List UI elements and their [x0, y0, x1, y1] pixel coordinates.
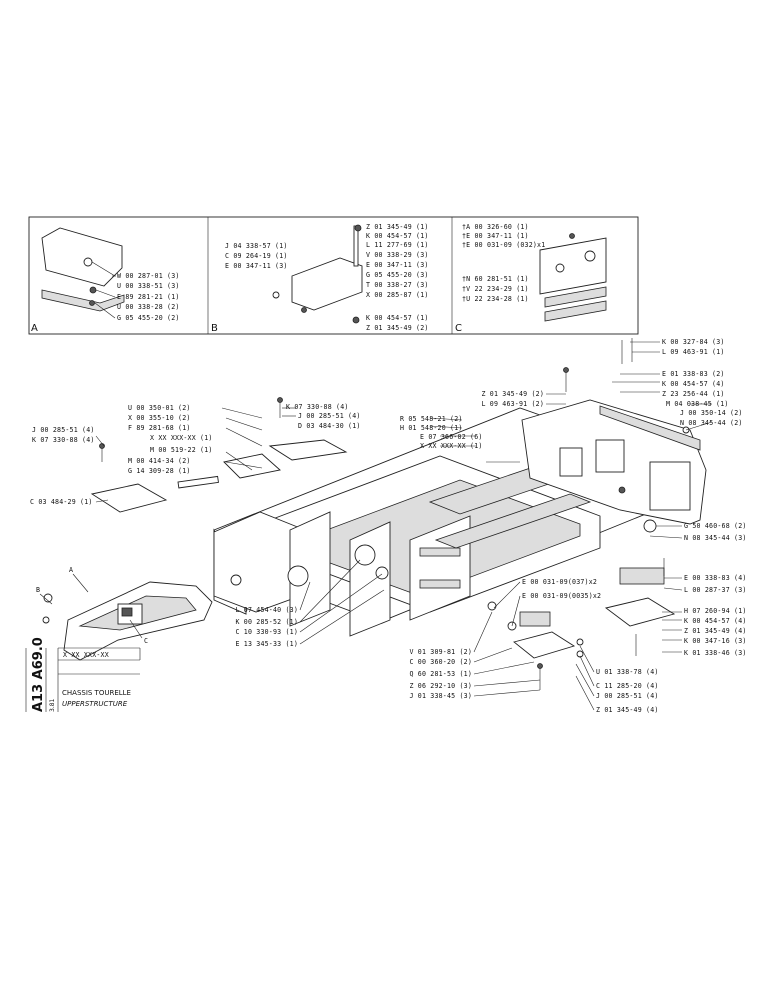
label-tr-3: E 01 338-83 (2)	[662, 370, 725, 378]
label-trl-1: Z 01 345-49 (2)	[481, 390, 544, 398]
label-rst-4: K 00 454-57 (4)	[684, 617, 747, 625]
label-cover-1: K 07 330-88 (4)	[286, 403, 349, 411]
label-cw-2: J 00 350-14 (2)	[680, 409, 743, 417]
label-pv-2: K 00 285-52 (1)	[235, 618, 298, 626]
label-br-4: Z 01 345-49 (4)	[596, 706, 659, 714]
label-lg-1: U 00 350-01 (2)	[128, 404, 191, 412]
sheet-code: A13 A69.0	[31, 637, 46, 712]
title-block: A13 A69.0 3.81 X XX XXX-XX CHASSIS TOURE…	[25, 637, 141, 712]
leader-lines	[95, 341, 713, 711]
panel-a: A W 00 287-01 (3) U 00 338-51 (3) E 89 2…	[31, 227, 180, 334]
chassis-frame	[213, 407, 691, 637]
sheet-title-en: UPPERSTRUCTURE	[62, 700, 128, 708]
label-lg-2: X 00 355-10 (2)	[128, 414, 191, 422]
hitch-letter-c: C	[144, 637, 148, 645]
label-tr-2: L 09 463-91 (1)	[662, 348, 725, 356]
panel-b-right-label-9: K 00 454-57 (1)	[366, 314, 429, 322]
label-bc-4: Z 06 292-10 (3)	[409, 682, 472, 690]
label-ct-4: X XX XXX-XX (1)	[420, 442, 483, 450]
panel-a-label-5: G 05 455-20 (2)	[117, 314, 180, 322]
label-trl-2: L 09 463-91 (2)	[481, 400, 544, 408]
label-br-3: J 00 285-51 (4)	[596, 692, 659, 700]
panel-c-label-2: †E 00 347-11 (1)	[462, 232, 529, 240]
label-lg-6: M 00 414-34 (2)	[128, 457, 191, 465]
label-cover-2: J 00 285-51 (4)	[298, 412, 361, 420]
label-pv-1: L 07 454-40 (3)	[235, 606, 298, 614]
label-rst-5: Z 01 345-49 (4)	[684, 627, 747, 635]
label-lg-7: G 14 309-28 (1)	[128, 467, 191, 475]
hitch-letter-b: B	[36, 586, 40, 594]
label-tr-1: K 00 327-84 (3)	[662, 338, 725, 346]
hitch-assembly: A B C	[36, 566, 213, 661]
label-pv-4: E 13 345-33 (1)	[235, 640, 298, 648]
label-tr-5: Z 23 256-44 (1)	[662, 390, 725, 398]
panel-a-label-2: U 00 338-51 (3)	[117, 282, 180, 290]
label-bc-3: Q 60 281-53 (1)	[409, 670, 472, 678]
panel-b-right-label-5: E 00 347-11 (3)	[366, 261, 429, 269]
panel-b-right-label-7: T 00 338-27 (3)	[366, 281, 429, 289]
panel-b-right-label-1: Z 01 345-49 (1)	[366, 223, 429, 231]
panel-b-right-label-8: X 00 285-87 (1)	[366, 291, 429, 299]
panel-b-left-label-1: J 04 338-57 (1)	[225, 242, 288, 250]
panel-c-letter: C	[455, 323, 462, 334]
panel-c-label-5: †V 22 234-29 (1)	[462, 285, 529, 293]
panel-a-label-1: W 00 287-01 (3)	[117, 272, 180, 280]
label-ct-1: R 05 548-21 (2)	[400, 415, 463, 423]
label-br-1: U 01 338-78 (4)	[596, 668, 659, 676]
panel-a-label-3: E 89 281-21 (1)	[117, 293, 180, 301]
label-shim-2: E 00 031-09(0035)x2	[522, 592, 601, 600]
cover-plates	[90, 439, 676, 659]
panel-b-right-label-4: V 00 338-29 (3)	[366, 251, 429, 259]
label-rst-1: E 00 338-83 (4)	[684, 574, 747, 582]
label-ct-3: E 07 366-02 (6)	[420, 433, 483, 441]
label-bc-1: V 01 309-81 (2)	[409, 648, 472, 656]
label-rst-7: K 01 338-46 (3)	[684, 649, 747, 657]
panel-b-left-label-3: E 00 347-11 (3)	[225, 262, 288, 270]
panel-b-letter: B	[211, 323, 218, 334]
sheet-date: 3.81	[49, 698, 56, 712]
label-plate-left: C 03 484-29 (1)	[30, 498, 93, 506]
label-lg-5: M 00 519-22 (1)	[150, 446, 213, 454]
main-labels: K 00 327-84 (3) L 09 463-91 (1) E 01 338…	[30, 338, 747, 714]
label-ct-2: H 01 548-20 (1)	[400, 424, 463, 432]
panel-a-label-4: U 00 338-28 (2)	[117, 303, 180, 311]
panel-b-right-label-6: G 05 455-20 (3)	[366, 271, 429, 279]
label-fl-2: K 07 330-88 (4)	[32, 436, 95, 444]
label-lg-4: X XX XXX-XX (1)	[150, 434, 213, 442]
label-rst-6: K 00 347-16 (3)	[684, 637, 747, 645]
panel-b: B J 04 338-57 (1) C 09 264-19 (1) E 00 3…	[211, 223, 429, 334]
sheet-title-fr: CHASSIS TOURELLE	[62, 689, 131, 697]
label-rst-2: L 00 287-37 (3)	[684, 586, 747, 594]
label-lg-3: F 89 281-68 (1)	[128, 424, 191, 432]
label-cw-1: M 04 038-45 (1)	[666, 400, 729, 408]
panel-a-letter: A	[31, 323, 38, 334]
panel-c-label-4: †N 60 281-51 (1)	[462, 275, 529, 283]
hitch-letter-a: A	[69, 566, 73, 574]
label-fl-1: J 00 285-51 (4)	[32, 426, 95, 434]
label-cover-3: D 03 484-30 (1)	[298, 422, 361, 430]
label-bc-2: C 00 360-20 (2)	[409, 658, 472, 666]
label-br-2: C 11 285-20 (4)	[596, 682, 659, 690]
panel-c-label-3: †E 00 031-09 (032)x1	[462, 241, 545, 249]
label-rst-3: H 07 260-94 (1)	[684, 607, 747, 615]
sheet-part-number: X XX XXX-XX	[63, 651, 109, 659]
panel-c-label-6: †U 22 234-28 (1)	[462, 295, 529, 303]
label-bc-5: J 01 338-45 (3)	[409, 692, 472, 700]
label-tr-4: K 00 454-57 (4)	[662, 380, 725, 388]
label-rs-2: N 08 345-44 (3)	[684, 534, 747, 542]
panel-b-right-label-10: Z 01 345-49 (2)	[366, 324, 429, 332]
panel-b-right-label-2: K 00 454-57 (1)	[366, 232, 429, 240]
detail-panels-frame	[28, 216, 639, 335]
label-cw-3: N 08 345-44 (2)	[680, 419, 743, 427]
panel-b-left-label-2: C 09 264-19 (1)	[225, 252, 288, 260]
counterweight	[521, 399, 707, 533]
panel-b-right-label-3: L 11 277-69 (1)	[366, 241, 429, 249]
panel-c: C †A 00 326-60 (1) †E 00 347-11 (1) †E 0…	[455, 223, 607, 334]
label-rs-1: G 50 460-68 (2)	[684, 522, 747, 530]
panel-c-label-1: †A 00 326-60 (1)	[462, 223, 529, 231]
label-shim-1: E 00 031-09(037)x2	[522, 578, 597, 586]
label-pv-3: C 10 330-93 (1)	[235, 628, 298, 636]
